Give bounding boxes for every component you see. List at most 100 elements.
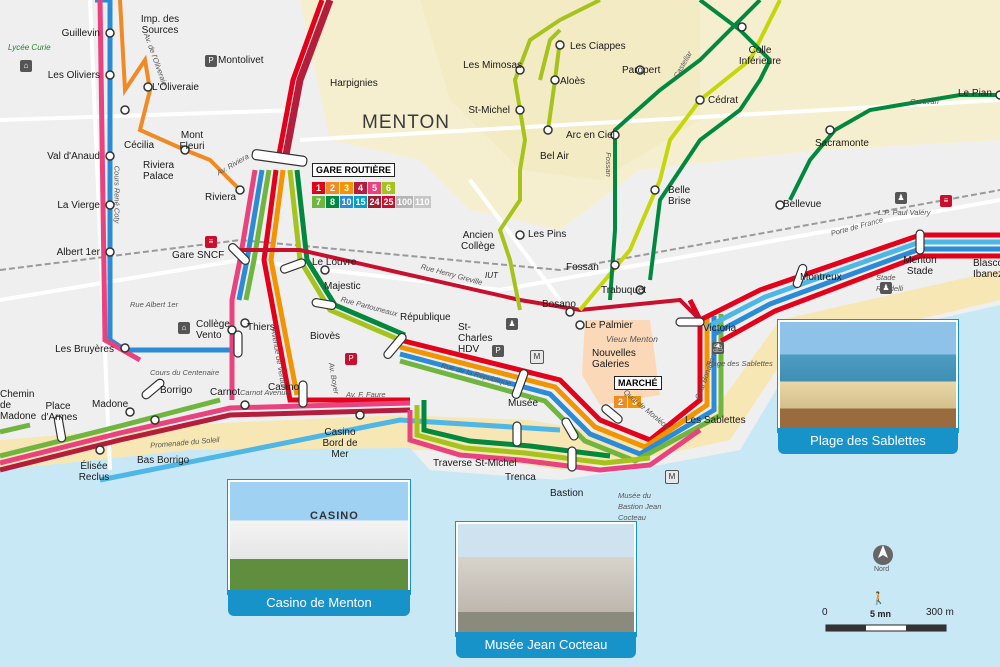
stop-val-anaud[interactable]: Val d'Anaud xyxy=(47,151,100,162)
street-cours-centenaire: Cours du Centenaire xyxy=(150,368,220,377)
street-rue-albert: Rue Albert 1er xyxy=(130,300,179,309)
stop-musee[interactable]: Musée xyxy=(508,398,539,409)
line-badge-8: 8 xyxy=(326,196,339,208)
stop-harpignies[interactable]: Harpignies xyxy=(330,78,378,89)
stop-guillevin[interactable]: Guillevin xyxy=(61,28,100,39)
marche-title: MARCHÉ xyxy=(614,376,662,390)
stop-bel-air[interactable]: Bel Air xyxy=(540,151,569,162)
stop-aloes[interactable]: Aloès xyxy=(560,76,586,87)
place-lycee-curie: Lycée Curie xyxy=(8,43,51,52)
street-av-faure: Av. F. Faure xyxy=(346,390,386,399)
stop-st-charles[interactable]: St-Charles HDV xyxy=(458,322,493,355)
stop-cecilia[interactable]: Cécilia xyxy=(124,140,155,151)
line-badge-5: 5 xyxy=(368,182,381,194)
stop-les-mimosas[interactable]: Les Mimosas xyxy=(463,60,522,71)
stop-majestic[interactable]: Majestic xyxy=(324,281,361,292)
stop-les-oliviers[interactable]: Les Oliviers xyxy=(47,70,100,81)
scale-bar-graphic xyxy=(825,624,947,632)
stop-riviera[interactable]: Riviera xyxy=(205,192,237,203)
stop-montolivet[interactable]: Montolivet xyxy=(218,55,264,66)
stop-thiers[interactable]: Thiers xyxy=(247,322,275,333)
stop-elisee-reclus[interactable]: Élisée Reclus xyxy=(78,461,110,483)
scale-max: 300 m xyxy=(926,607,954,618)
stop-nouvelles-galeries[interactable]: Nouvelles Galeries xyxy=(592,348,636,370)
beach-icon: ⛱ xyxy=(712,342,724,354)
scale-zero: 0 xyxy=(822,607,828,618)
stop-blasco-ibanez[interactable]: Blasco Ibanez xyxy=(973,258,1000,280)
line-badge-24: 24 xyxy=(368,196,381,208)
north-label: Nord xyxy=(874,566,890,573)
stop-trenca[interactable]: Trenca xyxy=(505,472,536,483)
stop-imp-sources[interactable]: Imp. des Sources xyxy=(140,14,180,36)
stop-fossan[interactable]: Fossan xyxy=(566,262,599,273)
place-musee-bastion: Musée du Bastion Jean Cocteau xyxy=(618,491,662,522)
stop-st-michel[interactable]: St-Michel xyxy=(468,105,510,116)
stop-mont-fleuri[interactable]: Mont Fleuri xyxy=(179,130,205,152)
stop-les-pins[interactable]: Les Pins xyxy=(528,229,567,240)
stop-les-bruyeres[interactable]: Les Bruyères xyxy=(55,344,114,355)
casino-sign: CASINO xyxy=(310,510,359,522)
line-badge-7: 7 xyxy=(312,196,325,208)
sablettes-photo xyxy=(778,320,958,432)
stop-montreux[interactable]: Montreux xyxy=(800,272,842,283)
stop-les-ciappes[interactable]: Les Ciappes xyxy=(570,41,626,52)
line-badge-2: 2 xyxy=(326,182,339,194)
street-cours-rene-coty: Cours René Coty xyxy=(112,165,122,224)
stop-victoria[interactable]: Victoria xyxy=(703,323,737,334)
stop-borrigo[interactable]: Borrigo xyxy=(160,385,193,396)
stop-place-armes[interactable]: Place d'Armes xyxy=(41,401,78,423)
place-plage-sablettes: Plage des Sablettes xyxy=(706,359,773,368)
line-badge-2: 2 xyxy=(614,396,627,408)
stop-arc-en-ciel[interactable]: Arc en Ciel xyxy=(566,130,615,141)
stop-bastion[interactable]: Bastion xyxy=(550,488,584,499)
stop-bellevue[interactable]: Bellevue xyxy=(783,199,822,210)
pedestrian-icon: ♟ xyxy=(506,318,518,330)
parking-icon: P xyxy=(345,353,357,365)
stop-le-louvre[interactable]: Le Louvre xyxy=(312,257,357,268)
stop-madone[interactable]: Madone xyxy=(92,399,129,410)
museum-icon: M xyxy=(530,350,544,364)
scale-walk: 5 mn xyxy=(870,609,892,619)
stop-paropert[interactable]: Paropert xyxy=(622,65,661,76)
stop-belle-brise[interactable]: Belle Brise xyxy=(668,185,691,207)
stop-traverse-st-michel[interactable]: Traverse St-Michel xyxy=(433,458,517,469)
stop-les-sablettes[interactable]: Les Sablettes xyxy=(685,415,746,426)
school-icon: ⌂ xyxy=(178,322,190,334)
stop-bosano[interactable]: Bosano xyxy=(542,299,576,310)
stadium-icon: ♟ xyxy=(880,282,892,294)
casino-photo: CASINO xyxy=(228,480,410,594)
stop-sacramonte[interactable]: Sacramonte xyxy=(815,138,869,149)
stop-republique[interactable]: République xyxy=(400,312,451,323)
stop-le-pian[interactable]: Le Pian xyxy=(958,88,992,99)
stop-le-palmier[interactable]: Le Palmier xyxy=(585,320,633,331)
stop-bioves[interactable]: Biovès xyxy=(310,331,341,342)
stop-la-vierge[interactable]: La Vierge xyxy=(57,200,100,211)
sncf-icon: ≡ xyxy=(205,236,217,248)
stop-ancien-college[interactable]: Ancien Collège xyxy=(461,230,495,252)
stop-bas-borrigo[interactable]: Bas Borrigo xyxy=(137,455,190,466)
stop-casino-bord-mer[interactable]: Casino Bord de Mer xyxy=(322,427,358,460)
city-name: MENTON xyxy=(362,112,450,133)
sablettes-caption: Plage des Sablettes xyxy=(778,428,958,454)
stop-menton-stade[interactable]: Menton Stade xyxy=(903,255,937,277)
stop-colle-inferieure[interactable]: Colle Inférieure xyxy=(738,45,782,67)
stop-college-vento[interactable]: Collège Vento xyxy=(196,319,230,341)
place-vieux-menton: Vieux Menton xyxy=(606,334,658,344)
stop-albert-1er[interactable]: Albert 1er xyxy=(56,247,100,258)
stop-oliveraie[interactable]: L'Oliveraie xyxy=(152,82,199,93)
stop-chemin-madone[interactable]: Chemin de Madone xyxy=(0,389,37,422)
stop-riviera-palace[interactable]: Riviera Palace xyxy=(143,160,175,182)
stop-carnot[interactable]: Carnot xyxy=(210,387,241,398)
parking-icon: P xyxy=(492,345,504,357)
cocteau-caption: Musée Jean Cocteau xyxy=(456,632,636,658)
sncf-icon: ≡ xyxy=(940,195,952,207)
stop-gare-sncf[interactable]: Gare SNCF xyxy=(172,250,225,261)
stop-cedrat[interactable]: Cédrat xyxy=(708,95,739,106)
parking-icon: P xyxy=(205,55,217,67)
stop-trabuquet[interactable]: Trabuquet xyxy=(601,285,647,296)
line-badge-3: 3 xyxy=(628,396,641,408)
stop-casino[interactable]: Casino xyxy=(268,382,300,393)
museum-icon: M xyxy=(665,470,679,484)
school-icon: ⌂ xyxy=(20,60,32,72)
